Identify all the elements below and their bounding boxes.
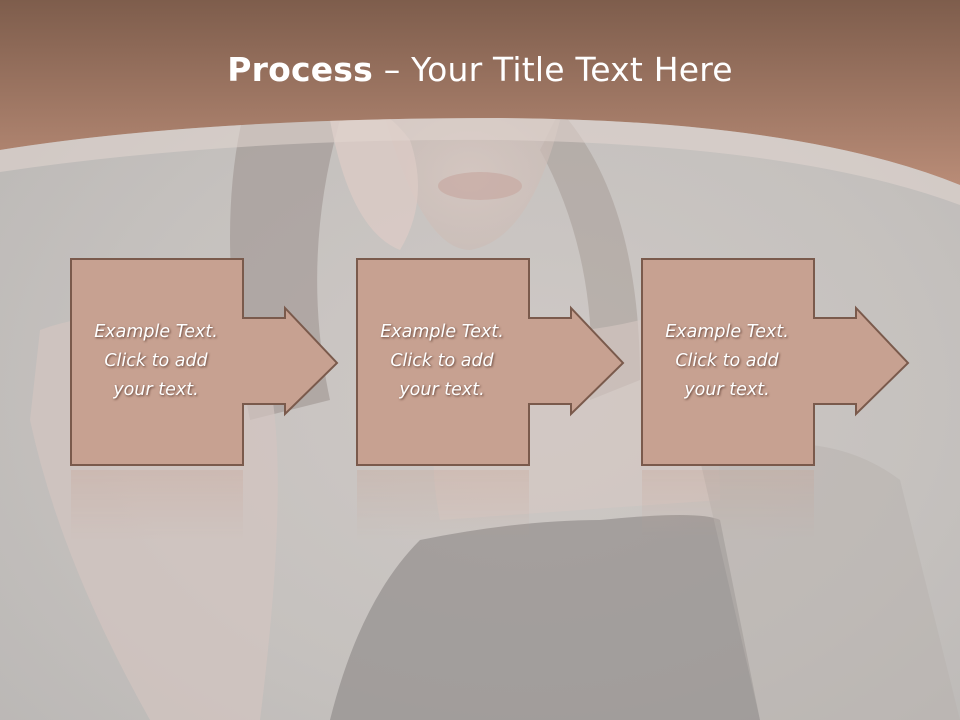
title-rest: Your Title Text Here [411,50,733,89]
arrow-step-shape [70,258,339,466]
arrow-step-shape [641,258,910,466]
step-text: Example Text. Click to add your text. [665,322,789,400]
slide-title[interactable]: Process – Your Title Text Here [0,50,960,89]
title-bold: Process [227,50,373,89]
step-text-box[interactable]: Example Text. Click to add your text. [356,258,528,465]
process-step-2[interactable]: Example Text. Click to add your text. [356,258,625,468]
step-text: Example Text. Click to add your text. [94,322,218,400]
process-step-3[interactable]: Example Text. Click to add your text. [641,258,910,468]
step-text: Example Text. Click to add your text. [380,322,504,400]
arrow-step-shape [356,258,625,466]
step-text-box[interactable]: Example Text. Click to add your text. [70,258,242,465]
title-dash: – [383,50,401,89]
process-step-1[interactable]: Example Text. Click to add your text. [70,258,339,468]
step-text-box[interactable]: Example Text. Click to add your text. [641,258,813,465]
header-band [0,0,960,205]
step-reflection [357,470,529,540]
step-reflection [71,470,243,540]
step-reflection [642,470,814,540]
